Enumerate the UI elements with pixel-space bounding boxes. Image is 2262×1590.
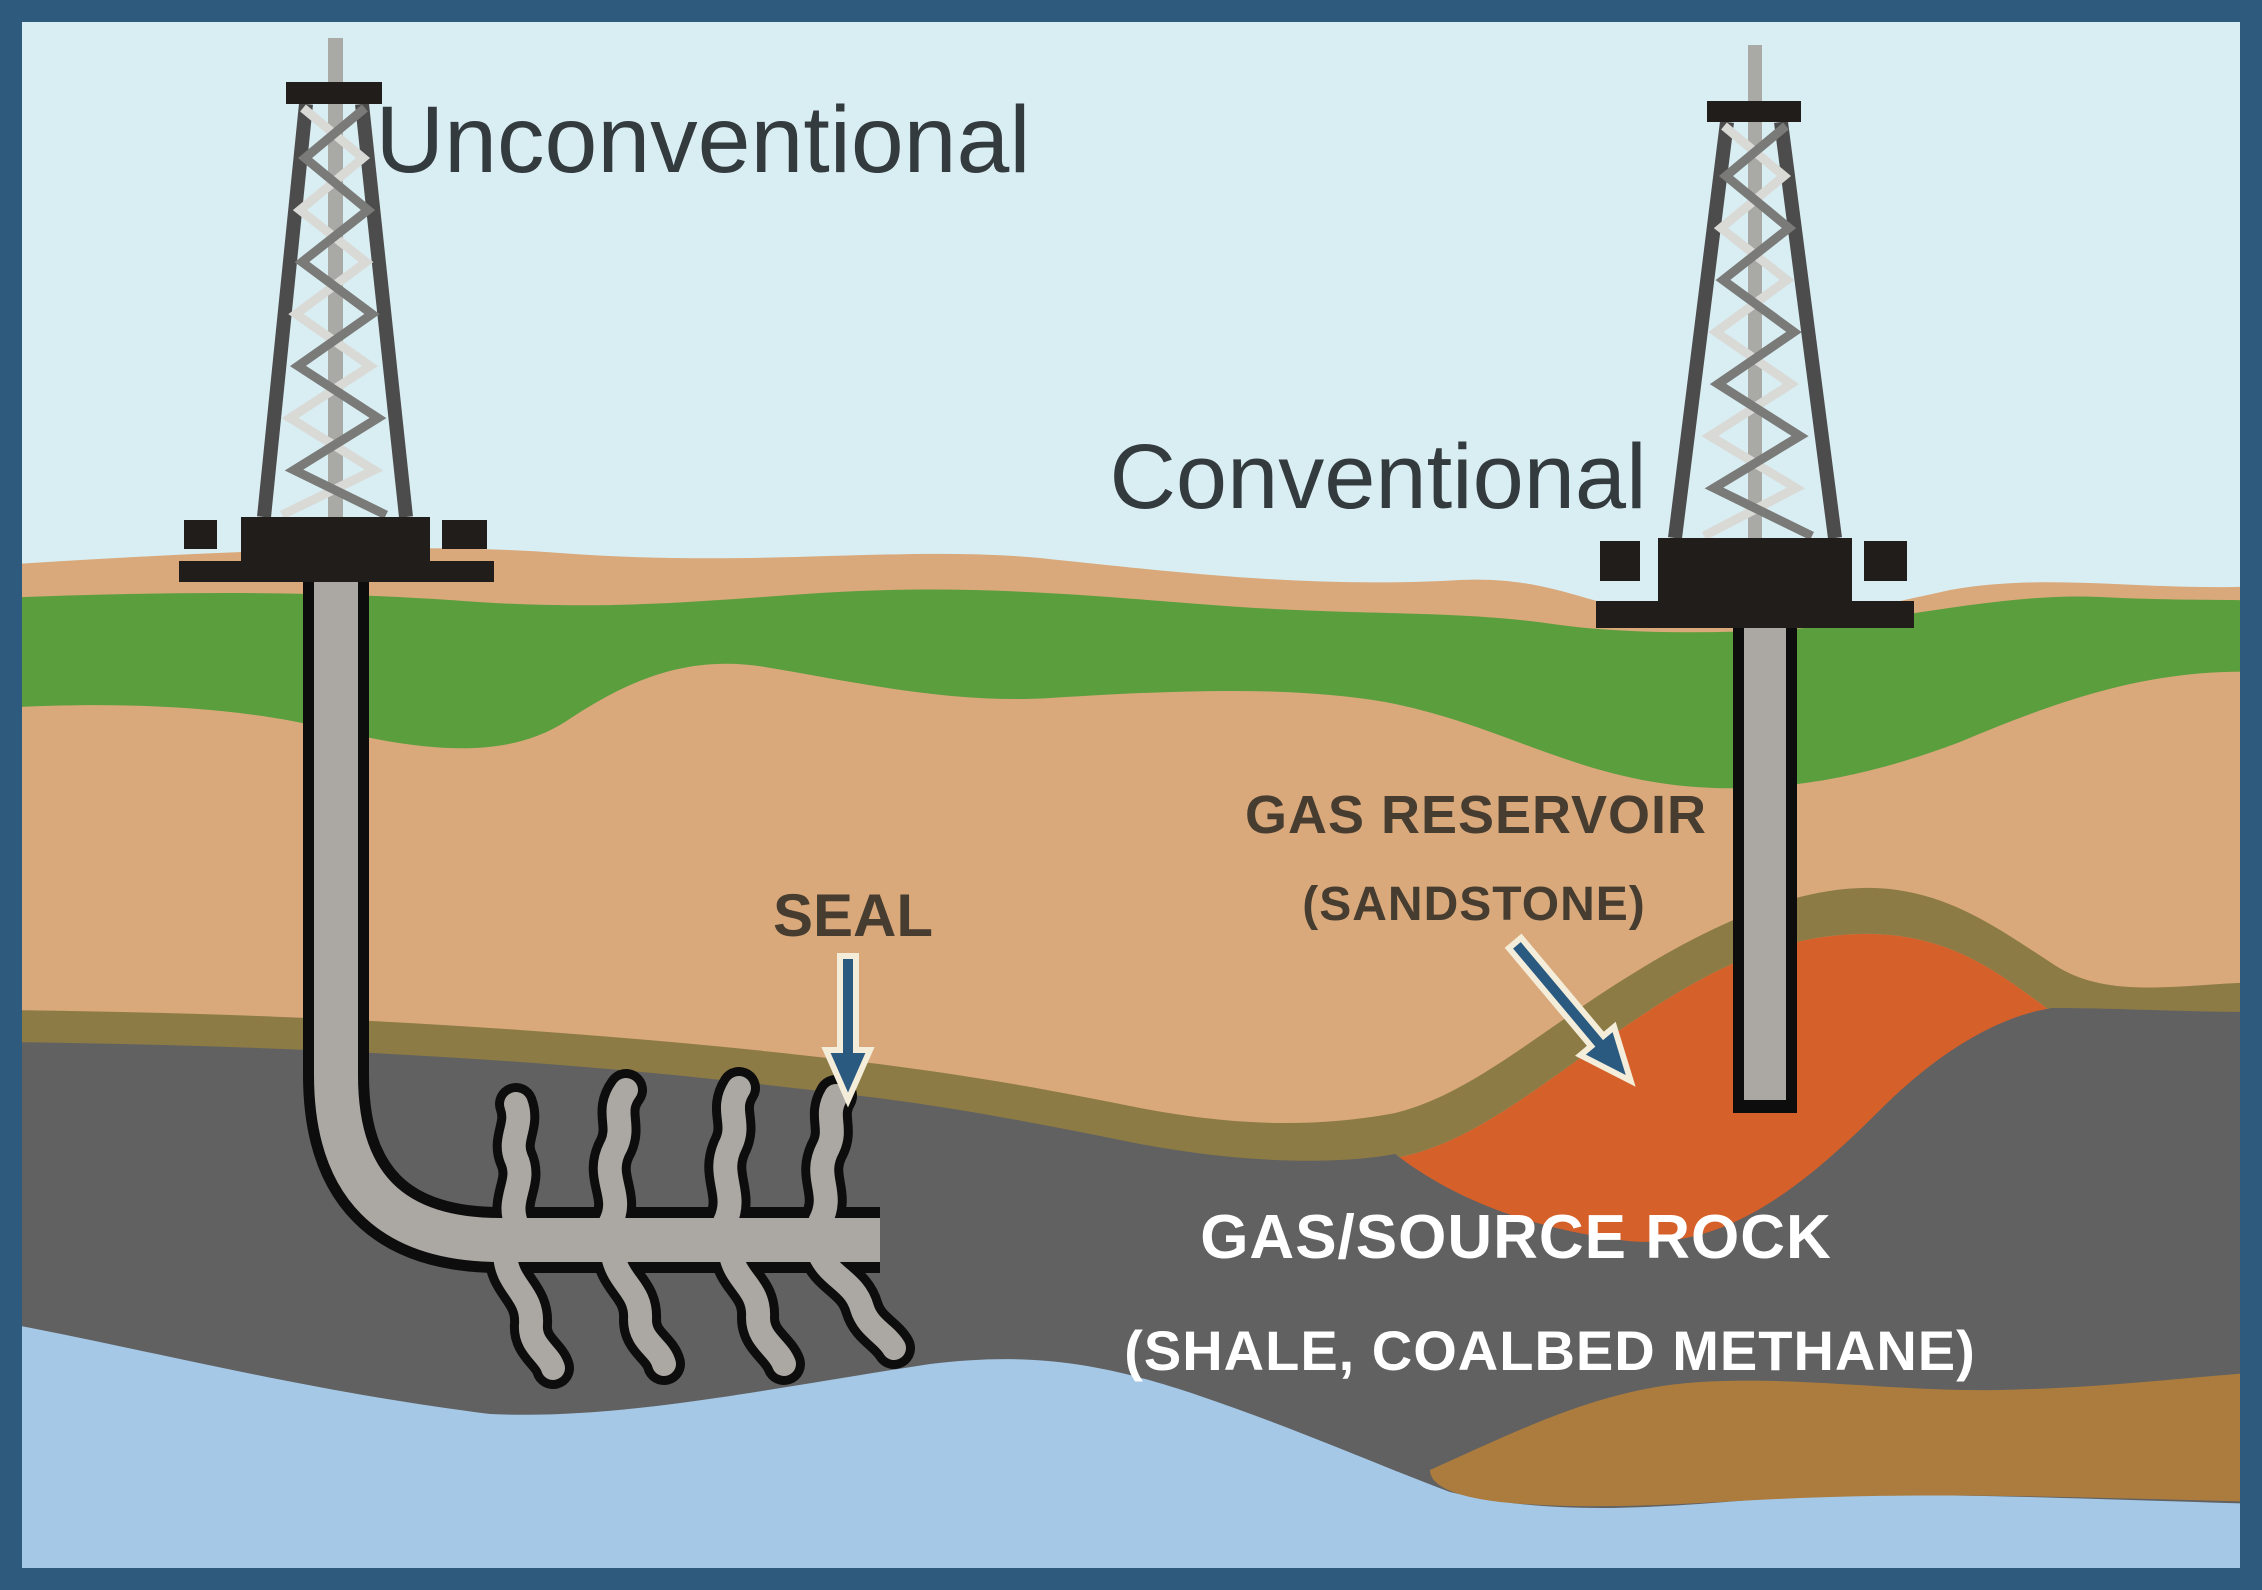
right-rig-crown — [1707, 101, 1801, 122]
seal-label: SEAL — [773, 882, 933, 949]
unconventional-label: Unconventional — [376, 87, 1031, 193]
left-rig-base — [179, 561, 494, 582]
groundwater-layer — [0, 1322, 2262, 1590]
right-rig-block-left — [1600, 541, 1640, 581]
right-rig-mast — [1748, 45, 1762, 540]
vertical-well — [1733, 601, 1797, 1113]
conventional-rig — [1596, 45, 1914, 628]
source-rock-sublabel: (SHALE, COALBED METHANE) — [1124, 1319, 1976, 1382]
source-rock-label: GAS/SOURCE ROCK — [1200, 1203, 1832, 1272]
gas-reservoir-sublabel: (SANDSTONE) — [1302, 878, 1645, 931]
left-rig-leg-left — [257, 103, 313, 518]
grass-layer — [0, 589, 2262, 789]
left-rig-bracing-light — [280, 104, 384, 520]
left-rig-bracing-dark — [284, 104, 388, 520]
seal-arrow — [821, 953, 875, 1108]
left-rig-block-left — [184, 520, 217, 549]
conventional-label: Conventional — [1109, 426, 1646, 528]
right-rig-house — [1658, 538, 1852, 603]
well-bore — [314, 581, 880, 1262]
gas-reservoir-label: GAS RESERVOIR — [1245, 785, 1707, 845]
gas-reservoir-arrow — [1504, 933, 1636, 1087]
left-rig-block-right — [442, 520, 487, 549]
right-rig-leg-right — [1774, 121, 1842, 539]
horizontal-well — [303, 581, 915, 1389]
frack-branches — [493, 1076, 906, 1380]
left-rig-leg-right — [355, 103, 413, 518]
sediment-layer — [1430, 1372, 2262, 1507]
right-rig-bracing-dark — [1704, 122, 1814, 541]
seal-layer — [0, 887, 2262, 1165]
vertical-well-pipe — [1744, 601, 1786, 1100]
left-rig-crown — [286, 82, 382, 104]
left-rig-house — [241, 517, 430, 563]
unconventional-rig — [179, 38, 494, 582]
right-rig-leg-left — [1668, 121, 1734, 539]
right-rig-base — [1596, 601, 1914, 628]
right-rig-bracing-light — [1701, 122, 1806, 540]
right-rig-block-right — [1864, 541, 1907, 581]
